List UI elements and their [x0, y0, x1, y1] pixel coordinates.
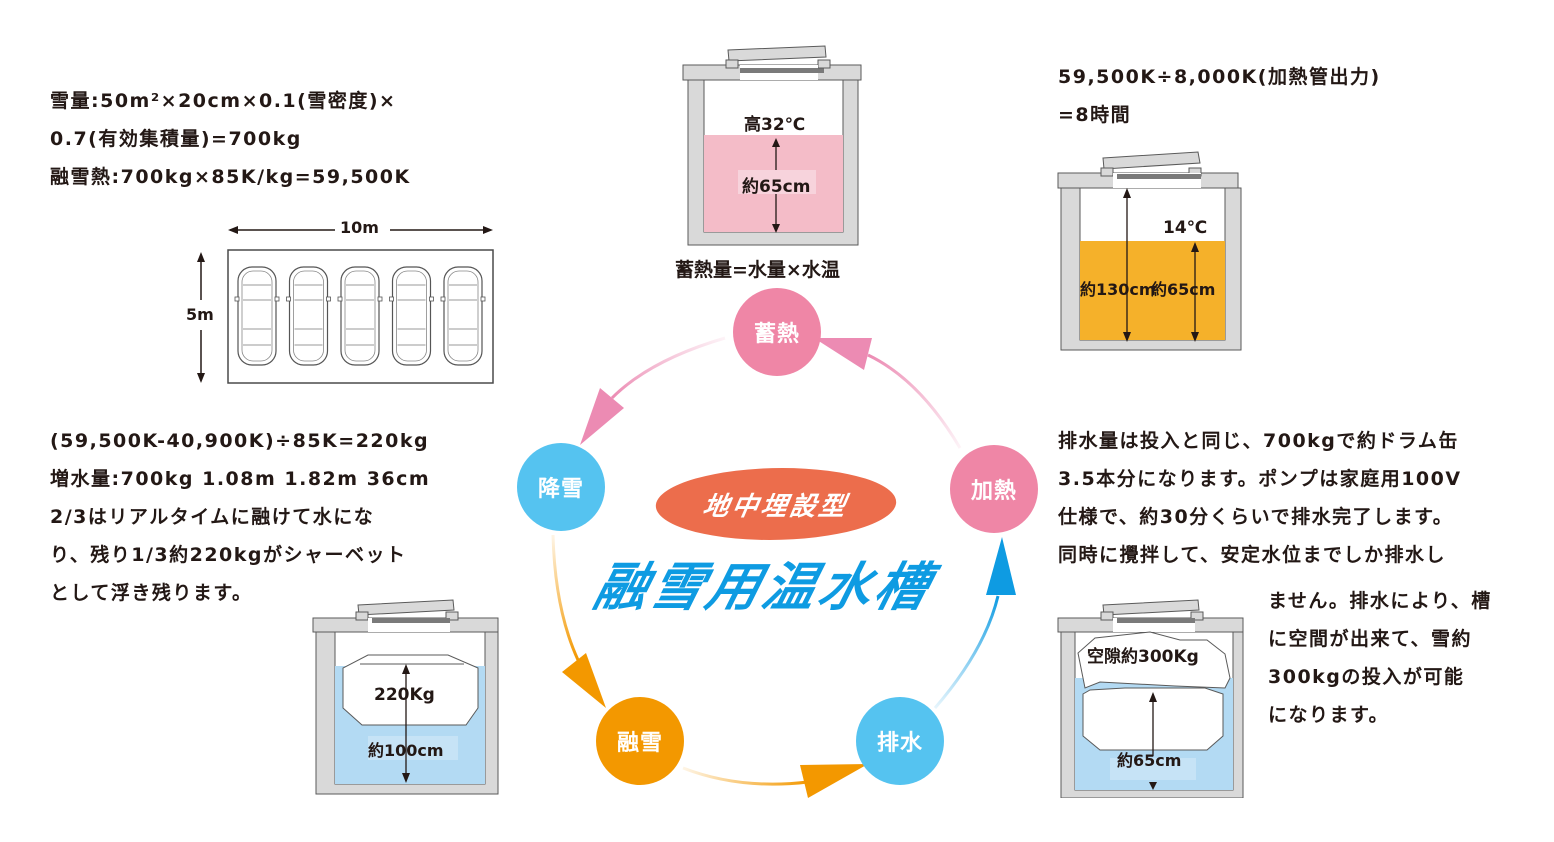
- node-label: 降雪: [537, 477, 584, 502]
- melting-explanation: (59,500K-40,900K)÷85K=220kg 増水量:700kg 1.…: [50, 422, 430, 612]
- tank-temp-label: 14℃: [1163, 218, 1208, 238]
- parking-svg: [197, 226, 494, 384]
- melt-tank-svg: [312, 599, 499, 795]
- tank-lid: [1102, 151, 1201, 170]
- text-line: に空間が出来て、雪約: [1268, 628, 1473, 650]
- snow-amount-calculation: 雪量:50m²×20cm×0.1(雪密度)× 0.7(有効集積量)=700kg …: [50, 82, 411, 196]
- storage-tank-diagram: 高32℃ 約65cm 蓄熱量=水量×水温: [675, 45, 890, 285]
- arrowhead-icon: [986, 537, 1016, 595]
- text-line: 2/3はリアルタイムに融けて水にな: [50, 506, 375, 528]
- tank-lid: [727, 45, 827, 62]
- cycle-node-heating: 加熱: [950, 445, 1038, 533]
- cycle-node-drainage: 排水: [856, 697, 944, 785]
- main-title: 融雪用温水槽: [588, 558, 940, 618]
- car-icon: [286, 266, 331, 366]
- text-line: 300kgの投入が可能: [1268, 666, 1465, 688]
- drain-tank-svg: [1057, 599, 1244, 799]
- drainage-explanation: 排水量は投入と同じ、700kgで約ドラム缶 3.5本分になります。ポンプは家庭用…: [1058, 422, 1462, 574]
- text-line: 仕様で、約30分くらいで排水完了します。: [1058, 506, 1454, 528]
- arrowhead-icon: [814, 338, 872, 370]
- text-line: 同時に攪拌して、安定水位までしか排水し: [1058, 544, 1446, 566]
- text-line: 排水量は投入と同じ、700kgで約ドラム缶: [1058, 430, 1459, 452]
- parking-diagram: 10m 5m: [186, 215, 510, 390]
- arrow-heating-to-storage: [867, 353, 962, 449]
- text-line: 3.5本分になります。ポンプは家庭用100V: [1058, 468, 1462, 490]
- cycle-node-snowfall: 降雪: [517, 443, 605, 531]
- height-arrow-icon: [197, 252, 205, 383]
- gap-weight-label: 空隙約300Kg: [1087, 647, 1199, 667]
- arrowhead-icon: [580, 388, 624, 445]
- heating-tank-diagram: 14℃ 約130cm 約65cm: [1055, 150, 1245, 355]
- car-icon: [389, 266, 434, 366]
- arrow-melt-to-drain: [682, 766, 809, 786]
- arrowhead-icon: [562, 653, 606, 708]
- width-label: 10m: [340, 218, 379, 237]
- heating-tank-svg: [1057, 151, 1242, 351]
- node-label: 蓄熱: [753, 322, 800, 347]
- car-icon: [440, 266, 486, 366]
- cycle-node-heat-storage: 蓄熱: [733, 288, 821, 376]
- drainage-explanation-cont: ません。排水により、槽 に空間が出来て、雪約 300kgの投入が可能 になります…: [1268, 582, 1492, 734]
- tank-depth-label: 約65cm: [742, 177, 811, 197]
- arrow-snow-to-melt: [551, 534, 580, 661]
- cycle-node-melting: 融雪: [596, 697, 684, 785]
- sherbet-snow-block: [342, 654, 479, 726]
- text-line: (59,500K-40,900K)÷85K=220kg: [50, 430, 430, 452]
- snow-weight-label: 220Kg: [374, 685, 435, 705]
- calc-line: 59,500K÷8,000K(加熱管出力): [1058, 66, 1381, 88]
- car-icon: [234, 266, 280, 366]
- calc-line: 雪量:50m²×20cm×0.1(雪密度)×: [50, 90, 397, 112]
- calc-line: 融雪熱:700kg×85K/kg=59,500K: [50, 166, 411, 188]
- heating-time-calculation: 59,500K÷8,000K(加熱管出力) =8時間: [1058, 58, 1381, 134]
- text-line: 増水量:700kg 1.08m 1.82m 36cm: [50, 468, 431, 490]
- storage-tank-svg: [682, 45, 862, 246]
- tank-depth-label: 約65cm: [1117, 751, 1182, 770]
- gap-space-block: [1077, 631, 1231, 689]
- arrowhead-icon: [800, 764, 868, 798]
- calc-line: 0.7(有効集積量)=700kg: [50, 128, 302, 150]
- node-label: 加熱: [970, 479, 1017, 504]
- node-label: 融雪: [616, 731, 663, 756]
- text-line: として浮き残ります。: [50, 582, 253, 604]
- arrow-heat-to-snow: [610, 336, 726, 400]
- width-arrow-icon: [228, 226, 493, 234]
- node-label: 排水: [876, 731, 923, 756]
- text-line: り、残り1/3約220kgがシャーベット: [50, 544, 407, 566]
- storage-caption: 蓄熱量=水量×水温: [675, 259, 840, 281]
- arrow-drain-to-heating: [933, 595, 1000, 709]
- tank-total-depth-label: 約130cm: [1080, 280, 1156, 299]
- melt-tank-diagram: 220Kg 約100cm: [310, 598, 505, 798]
- drain-tank-diagram: 空隙約300Kg 約65cm: [1055, 598, 1250, 799]
- tank-water: [1080, 241, 1225, 340]
- height-label: 5m: [186, 305, 214, 324]
- tank-temp-label: 高32℃: [744, 115, 806, 135]
- text-line: になります。: [1268, 704, 1390, 726]
- tank-depth-label: 約100cm: [368, 741, 444, 760]
- calc-line: =8時間: [1058, 104, 1132, 126]
- tank-water-depth-label: 約65cm: [1151, 280, 1216, 299]
- text-line: ません。排水により、槽: [1268, 590, 1492, 612]
- car-icon: [337, 266, 383, 366]
